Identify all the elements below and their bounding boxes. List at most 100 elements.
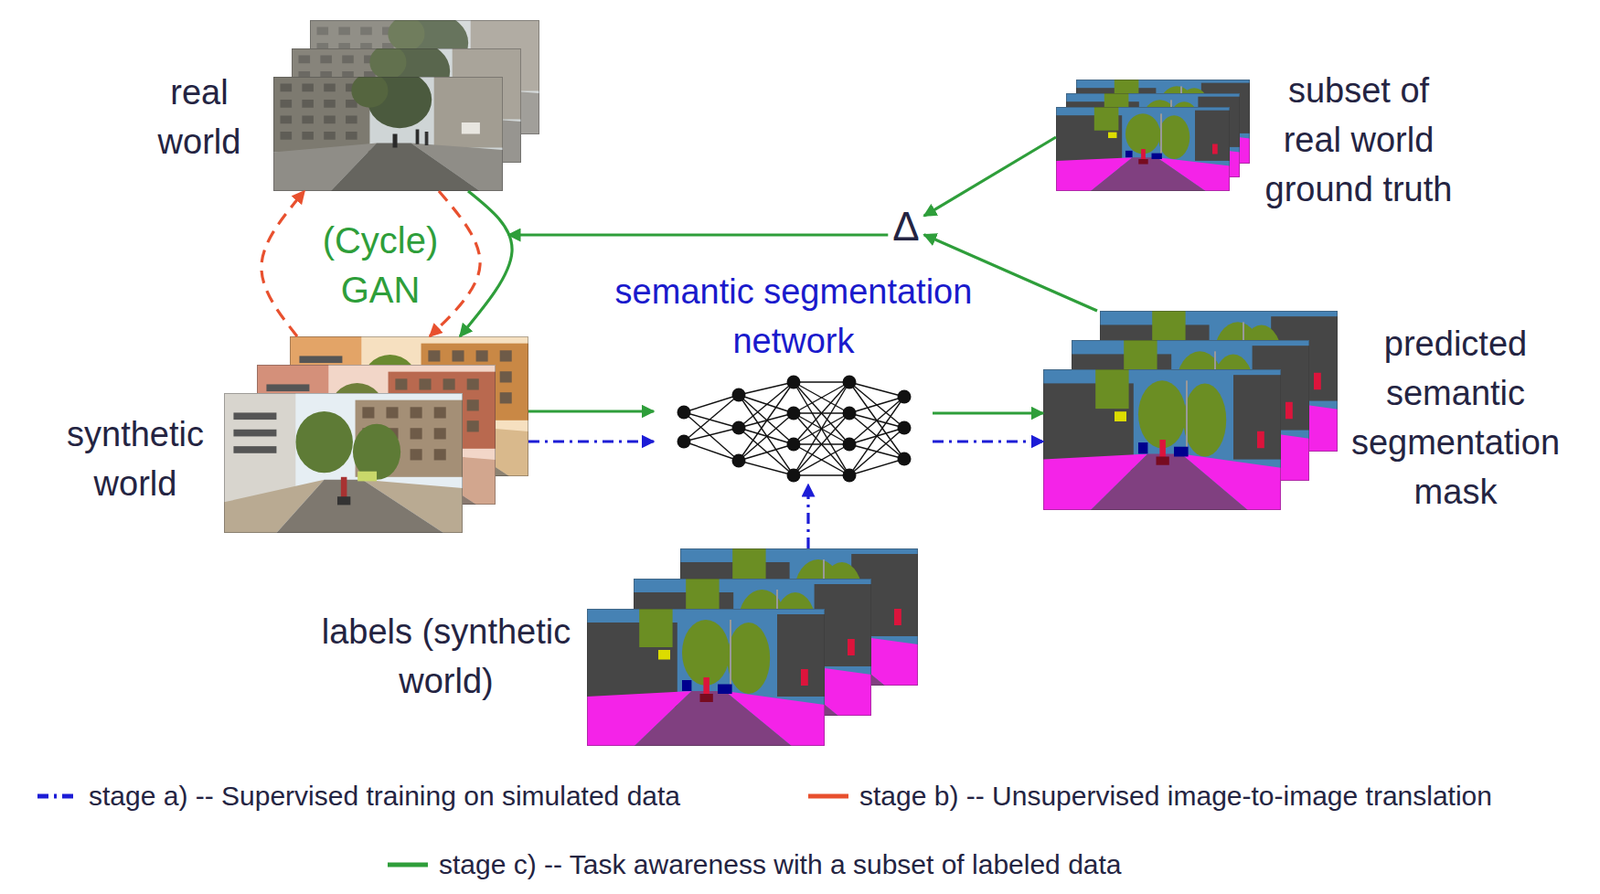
illustration-shape bbox=[500, 392, 512, 404]
illustration-shape bbox=[323, 84, 336, 93]
illustration-shape bbox=[434, 406, 447, 418]
illustration-shape bbox=[793, 381, 850, 383]
illustration-shape bbox=[434, 448, 447, 460]
illustration-shape bbox=[233, 429, 277, 438]
illustration-shape bbox=[787, 469, 801, 483]
illustration-shape bbox=[410, 406, 423, 418]
legend-text: stage c) -- Task awareness with a subset… bbox=[438, 848, 1122, 882]
illustration-shape bbox=[427, 350, 440, 362]
image-stack: real world bbox=[273, 20, 541, 192]
illustration-shape bbox=[1138, 159, 1148, 165]
illustration-shape bbox=[793, 382, 850, 445]
illustration-shape bbox=[425, 131, 429, 146]
image-stack: predicted semantic segmentation mask bbox=[1043, 310, 1338, 511]
illustration-shape bbox=[280, 99, 293, 108]
illustration-shape bbox=[1194, 110, 1230, 161]
illustration-shape bbox=[394, 378, 407, 390]
illustration-shape bbox=[683, 394, 739, 413]
illustration-shape bbox=[732, 388, 747, 403]
illustration-shape bbox=[586, 608, 825, 747]
illustration-shape bbox=[233, 446, 277, 454]
illustration-shape bbox=[323, 131, 336, 140]
legend-entry: stage b) -- Unsupervised image-to-image … bbox=[806, 779, 1493, 813]
illustration-shape bbox=[233, 412, 277, 420]
illustration-shape bbox=[500, 371, 512, 383]
legend-text: stage b) -- Unsupervised image-to-image … bbox=[859, 779, 1493, 813]
illustration-shape bbox=[467, 378, 480, 390]
illustration-shape bbox=[385, 406, 398, 418]
illustration-shape bbox=[1313, 373, 1322, 390]
illustration-shape bbox=[434, 76, 503, 149]
flow-arrow bbox=[932, 411, 1044, 415]
flow-arrow bbox=[261, 191, 305, 337]
flow-arrow bbox=[528, 409, 654, 413]
illustration-shape bbox=[1173, 447, 1189, 458]
illustration-shape bbox=[787, 406, 801, 421]
illustration-shape bbox=[842, 375, 857, 390]
legend-text: stage a) -- Supervised training on simul… bbox=[88, 779, 681, 813]
illustration-shape bbox=[800, 669, 809, 686]
illustration-shape bbox=[793, 382, 850, 414]
illustration-shape bbox=[738, 444, 794, 461]
illustration-shape bbox=[410, 448, 423, 460]
node-label: real world bbox=[139, 67, 259, 167]
illustration-shape bbox=[416, 129, 420, 145]
node-label: predicted semantic segmentation mask bbox=[1345, 319, 1566, 517]
illustration-shape bbox=[738, 427, 794, 476]
illustration-shape bbox=[732, 454, 747, 469]
illustration-shape bbox=[301, 116, 314, 125]
image-stack: labels (synthetic world) bbox=[586, 548, 918, 747]
illustration-shape bbox=[434, 427, 447, 439]
illustration-shape bbox=[897, 452, 912, 467]
illustration-shape bbox=[280, 131, 293, 140]
illustration-shape bbox=[793, 444, 850, 476]
illustration-shape bbox=[298, 355, 342, 363]
illustration-shape bbox=[1141, 149, 1146, 161]
illustration-shape bbox=[1125, 113, 1161, 154]
illustration-shape bbox=[274, 77, 503, 192]
illustration-shape bbox=[682, 680, 692, 692]
illustration-shape bbox=[276, 480, 444, 534]
illustration-shape bbox=[393, 134, 398, 149]
illustration-shape bbox=[1212, 143, 1218, 154]
illustration-shape bbox=[451, 350, 464, 362]
illustration-shape bbox=[738, 413, 794, 461]
node-label: labels (synthetic world) bbox=[313, 607, 579, 706]
legend-entry: stage a) -- Supervised training on simul… bbox=[35, 779, 681, 813]
illustration-shape bbox=[301, 99, 314, 108]
illustration-shape bbox=[1056, 106, 1230, 192]
illustration-shape bbox=[842, 437, 857, 452]
illustration-shape bbox=[849, 396, 905, 414]
node-label: (Cycle) GAN bbox=[311, 215, 449, 315]
illustration-shape bbox=[897, 390, 912, 405]
illustration-shape bbox=[738, 427, 794, 445]
seg-image bbox=[1043, 369, 1281, 511]
illustration-shape bbox=[476, 350, 489, 362]
illustration-shape bbox=[1158, 115, 1190, 160]
illustration-shape bbox=[418, 378, 431, 390]
flow-arrow bbox=[429, 191, 480, 337]
flow-arrow bbox=[508, 233, 888, 236]
illustration-shape bbox=[587, 609, 825, 747]
illustration-shape bbox=[1185, 380, 1188, 454]
illustration-shape bbox=[1156, 456, 1170, 465]
illustration-shape bbox=[793, 474, 850, 476]
illustration-shape bbox=[793, 382, 850, 476]
node-label: synthetic world bbox=[60, 409, 212, 509]
illustration-shape bbox=[357, 471, 377, 482]
illustration-shape bbox=[352, 424, 401, 480]
illustration-shape bbox=[1233, 374, 1281, 459]
illustration-shape bbox=[677, 435, 692, 449]
illustration-shape bbox=[330, 143, 480, 192]
illustration-shape bbox=[793, 413, 850, 476]
flow-arrow bbox=[806, 484, 810, 549]
illustration-shape bbox=[1125, 150, 1133, 158]
illustration-shape bbox=[897, 421, 912, 436]
illustration-shape bbox=[1114, 411, 1127, 422]
illustration-shape bbox=[1152, 153, 1163, 160]
illustration-shape bbox=[345, 116, 358, 125]
illustration-shape bbox=[341, 477, 348, 500]
illustration-shape bbox=[732, 421, 747, 436]
illustration-shape bbox=[1138, 442, 1148, 454]
